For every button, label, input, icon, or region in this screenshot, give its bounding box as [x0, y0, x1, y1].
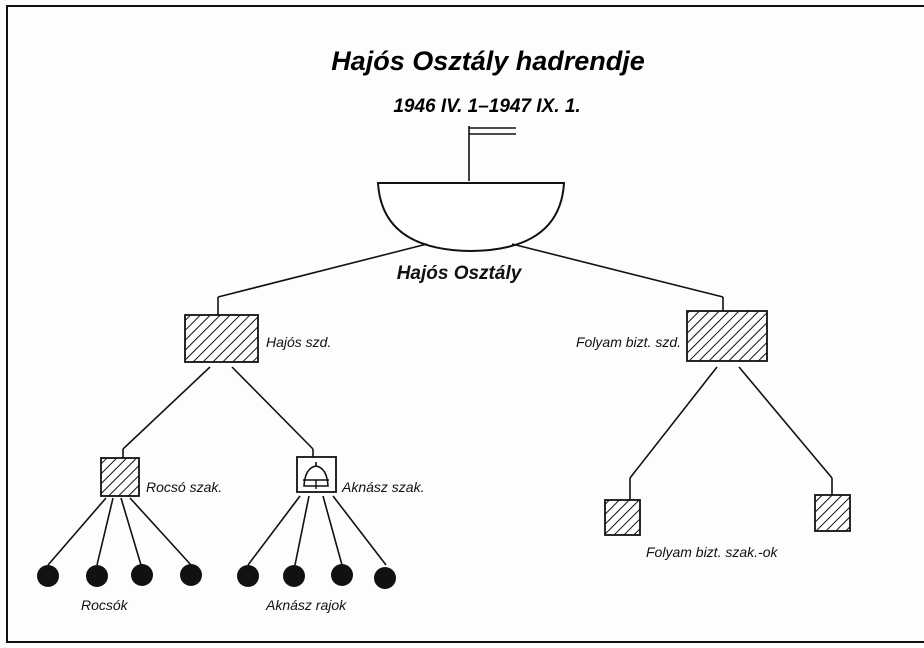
- company-label-hajos: Hajós szd.: [266, 334, 331, 350]
- hatched-square-icon: [686, 310, 768, 362]
- company-label-folyam: Folyam bizt. szd.: [576, 334, 681, 350]
- page-border: [6, 5, 924, 643]
- filled-circle-icon: [374, 567, 396, 589]
- section-group-label-folyam: Folyam bizt. szak.-ok: [646, 544, 778, 560]
- filled-circle-icon: [331, 564, 353, 586]
- hatched-square-icon: [184, 314, 259, 363]
- root-label: Hajós Osztály: [397, 263, 523, 284]
- diagram-title: Hajós Osztály hadrendje: [331, 46, 645, 76]
- mine-bell-icon: [296, 456, 337, 493]
- filled-circle-icon: [237, 565, 259, 587]
- hatched-square-icon: [604, 499, 641, 536]
- filled-circle-icon: [37, 565, 59, 587]
- filled-circle-icon: [180, 564, 202, 586]
- hatched-square-icon: [100, 457, 140, 497]
- section-label-rocso: Rocsó szak.: [146, 479, 222, 495]
- filled-circle-icon: [86, 565, 108, 587]
- ship-hull-icon: [376, 126, 566, 253]
- diagram-subtitle: 1946 IV. 1–1947 IX. 1.: [393, 96, 580, 117]
- section-label-aknasz: Aknász szak.: [341, 479, 424, 495]
- units-label-aknasz-rajok: Aknász rajok: [265, 597, 347, 613]
- filled-circle-icon: [131, 564, 153, 586]
- units-label-rocsok: Rocsók: [81, 597, 129, 613]
- hatched-square-icon: [814, 494, 851, 532]
- filled-circle-icon: [283, 565, 305, 587]
